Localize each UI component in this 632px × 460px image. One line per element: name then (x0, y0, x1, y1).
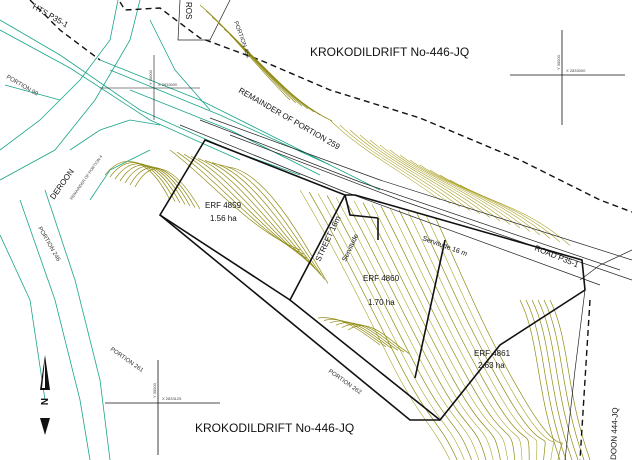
grid-x-bottom-left: X 2833125 (162, 396, 182, 401)
erf-4860-area: 1.70 ha (368, 298, 395, 307)
contour-line (104, 161, 171, 201)
contour-line (429, 169, 541, 236)
farm-boundary-dashed-left (29, 0, 101, 61)
contour-line (211, 16, 303, 107)
contour-line (344, 198, 487, 460)
contour-line (129, 167, 196, 208)
portion-label-261: PORTION 261 (109, 347, 145, 375)
servitude-short-label: Servitude (341, 233, 360, 263)
erf-4859-name: ERF 4859 (205, 201, 242, 210)
erf-4860-name: ERF 4860 (363, 274, 400, 283)
contour-line (190, 155, 311, 263)
contour-line (537, 299, 579, 460)
contour-line (299, 189, 451, 460)
contour-line (419, 164, 531, 232)
contour-line (217, 22, 309, 110)
road-p35-right-label: ROAD P35-1 (533, 244, 580, 270)
grid-cross-bottom-left (105, 360, 220, 455)
contour-line (308, 191, 458, 460)
farm-label-top: KROKODILDRIFT No-446-JQ (310, 45, 469, 59)
contour-line (134, 168, 201, 210)
erf-4861-area: 2.63 ha (478, 361, 505, 370)
contour-line (380, 206, 516, 460)
contour-line (329, 320, 393, 349)
contour-line (317, 193, 465, 460)
grid-cross-top-left (100, 55, 200, 120)
farm-boundary-dashed (119, 1, 632, 213)
contour-line (349, 129, 461, 208)
road-p35-top-left-label: HTS P35-1 (31, 2, 70, 30)
contour-line (459, 184, 571, 246)
contour-line (389, 149, 501, 222)
grid-y-top-right: Y 30000 (556, 54, 561, 70)
contour-line (353, 200, 494, 460)
road-corridor (179, 117, 632, 286)
contour-line (335, 322, 399, 351)
contour-line (204, 160, 318, 272)
portion-label-remainder-4: REMAINDER OF PORTION 4 (69, 153, 104, 200)
contour-line (416, 213, 546, 460)
contour-line (425, 215, 554, 460)
erf-boundaries (158, 139, 632, 460)
contour-line (359, 134, 471, 211)
contour-line (197, 158, 315, 268)
contour-line (434, 216, 563, 460)
contour-line (362, 202, 501, 460)
contour-line (341, 323, 405, 353)
contour-line (225, 166, 329, 284)
portion-label-remainder-259: REMAINDER OF PORTION 259 (237, 86, 342, 152)
north-letter: N (38, 398, 49, 405)
grid-y-bottom-left: Y 30000 (152, 382, 157, 398)
portion-label-262: PORTION 262 (327, 369, 363, 397)
north-arrow: N (38, 355, 50, 435)
grid-x-top-left: X 2833000 (158, 82, 178, 87)
contour-line (109, 162, 176, 202)
deroon-right-label: DOON 444-JQ (609, 407, 620, 460)
erf-4859-area: 1.56 ha (210, 214, 237, 223)
contour-line (531, 299, 573, 460)
contour-line (199, 4, 291, 101)
contour-line (347, 325, 411, 355)
contour-line (329, 119, 441, 201)
contour-line (525, 299, 567, 460)
grid-x-top-right: X 2833000 (566, 68, 586, 73)
contour-line (218, 164, 325, 280)
contour-line (549, 299, 591, 460)
grid-cross-top-right (510, 30, 625, 125)
contour-line (439, 174, 551, 239)
top-parcel-edge (177, 0, 231, 41)
contour-line (389, 207, 523, 460)
top-cut-label: ROS (184, 2, 193, 19)
contour-line (543, 299, 585, 460)
contour-line (339, 124, 451, 204)
contour-line (407, 211, 538, 460)
contour-line (449, 179, 561, 243)
farm-label-bottom: KROKODILDRIFT No-446-JQ (195, 421, 354, 435)
contour-line (399, 154, 511, 225)
contour-line (369, 139, 481, 215)
contour-line (398, 209, 530, 460)
contour-line (241, 46, 333, 122)
contour-line (205, 10, 297, 104)
contour-line (379, 144, 491, 218)
grid-y-top-left: Y 30000 (148, 69, 153, 85)
contour-line (371, 204, 508, 460)
contour-line (519, 299, 561, 460)
contour-line (335, 197, 480, 460)
erf-4861-name: ERF 4861 (474, 349, 511, 358)
contour-line (409, 159, 521, 229)
